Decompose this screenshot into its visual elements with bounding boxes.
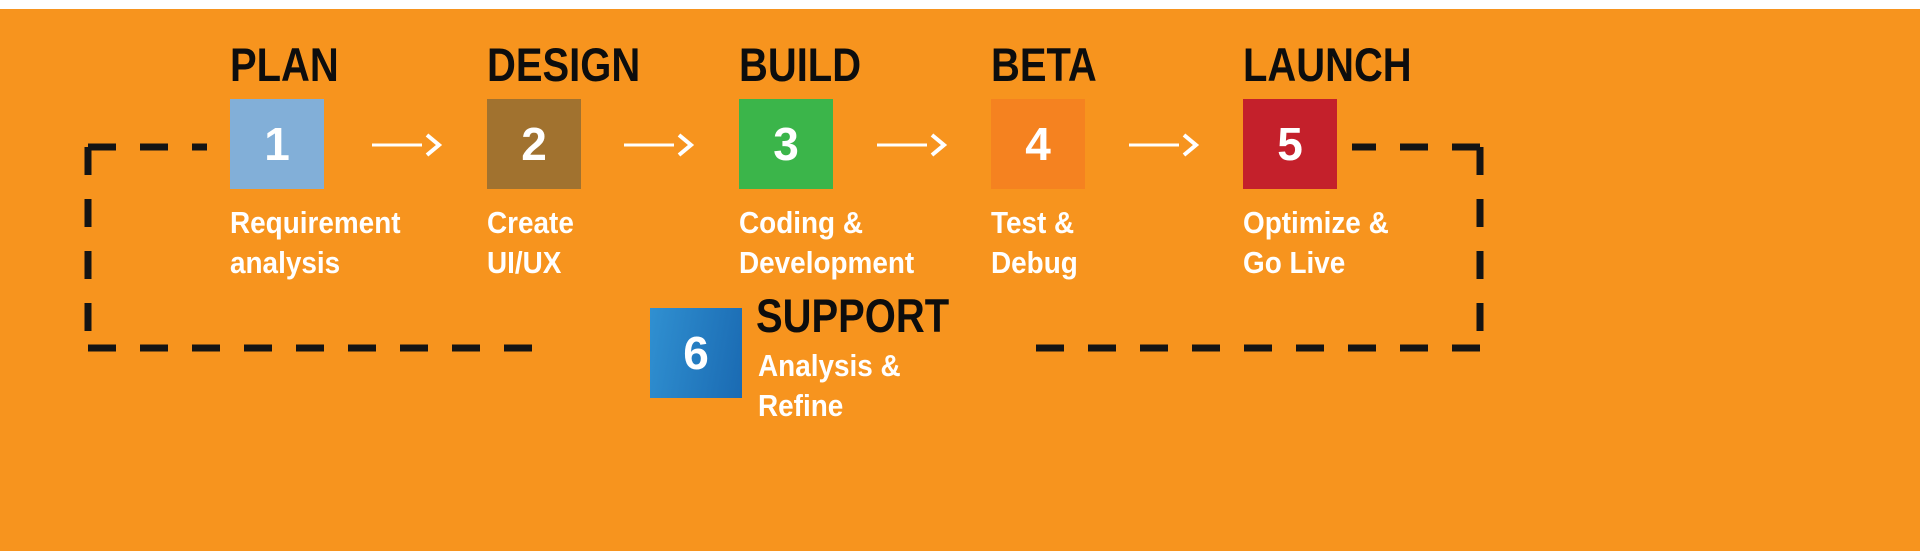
step-title: BUILD — [739, 38, 862, 91]
step-description-line1: Create — [487, 205, 574, 241]
flow-arrow-icon — [624, 133, 695, 157]
step-description-line2: UI/UX — [487, 245, 562, 281]
step-build: BUILD 3 Coding & Development — [739, 40, 1019, 283]
flow-arrow-icon — [877, 133, 948, 157]
step-description: Optimize & Go Live — [1243, 203, 1495, 282]
step-description-line2: Debug — [991, 245, 1078, 281]
step-number-box: 4 — [991, 99, 1085, 190]
step-description-line2: analysis — [230, 245, 341, 281]
step-number-box: 2 — [487, 99, 581, 190]
support-number: 6 — [683, 327, 709, 379]
step-description-line1: Coding & — [739, 205, 863, 241]
step-launch: LAUNCH 5 Optimize & Go Live — [1243, 40, 1523, 283]
step-description: Requirement analysis — [230, 203, 482, 282]
step-plan: PLAN 1 Requirement analysis — [230, 40, 510, 283]
step-number-box: 3 — [739, 99, 833, 190]
support-description-line1: Analysis & — [758, 348, 901, 383]
step-title: PLAN — [230, 38, 339, 91]
step-title: BETA — [991, 38, 1097, 91]
step-description: Coding & Development — [739, 203, 991, 282]
step-design: DESIGN 2 Create UI/UX — [487, 40, 767, 283]
step-number: 2 — [521, 118, 547, 171]
support-description: Analysis & Refine — [758, 346, 901, 425]
support-number-box: 6 — [650, 308, 742, 398]
step-number-box: 5 — [1243, 99, 1337, 190]
step-description-line1: Optimize & — [1243, 205, 1389, 241]
step-description-line2: Go Live — [1243, 245, 1346, 281]
step-number: 4 — [1025, 118, 1051, 171]
flow-arrow-icon — [372, 133, 443, 157]
support-description-line2: Refine — [758, 387, 844, 423]
step-number: 5 — [1277, 118, 1303, 171]
step-beta: BETA 4 Test & Debug — [991, 40, 1271, 283]
step-number: 3 — [773, 118, 799, 171]
bottom-edge-strip — [0, 551, 1920, 560]
top-edge-strip — [0, 0, 1920, 9]
step-number: 1 — [264, 118, 290, 171]
step-number-box: 1 — [230, 99, 324, 190]
step-description: Test & Debug — [991, 203, 1243, 282]
step-description-line2: Development — [739, 245, 915, 281]
flow-arrow-icon — [1129, 133, 1200, 157]
step-description-line1: Requirement — [230, 205, 401, 241]
step-title: LAUNCH — [1243, 38, 1412, 91]
step-description-line1: Test & — [991, 205, 1075, 241]
support-title: SUPPORT — [756, 289, 950, 342]
step-description: Create UI/UX — [487, 203, 739, 282]
step-title: DESIGN — [487, 38, 641, 91]
